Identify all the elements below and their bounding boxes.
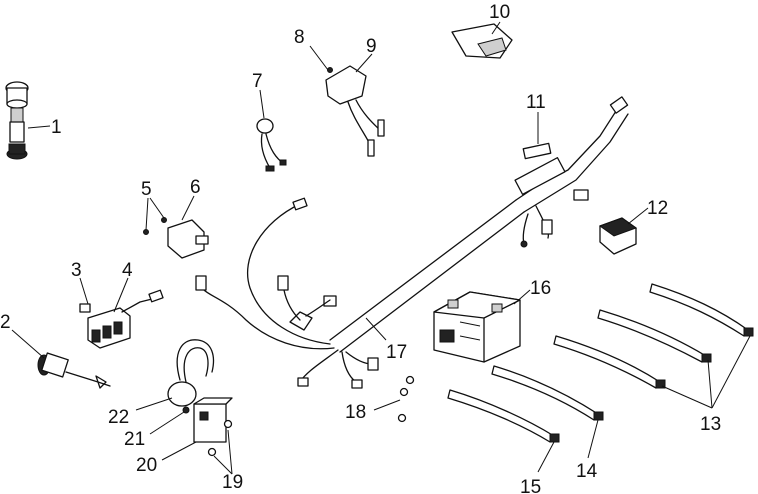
callout-20: 20 xyxy=(136,455,157,476)
part-cable-ties xyxy=(447,283,754,443)
part-indicator-lamp xyxy=(256,118,287,172)
callout-21: 21 xyxy=(124,429,145,450)
part-fuse-pouch xyxy=(451,23,513,59)
callout-14: 14 xyxy=(576,461,598,482)
callout-1: 1 xyxy=(51,117,62,138)
callout-10: 10 xyxy=(489,2,510,23)
part-nuts xyxy=(397,375,415,423)
callout-3: 3 xyxy=(71,260,82,281)
callout-8: 8 xyxy=(294,27,305,48)
callout-11: 11 xyxy=(526,92,546,113)
callout-4: 4 xyxy=(122,260,133,281)
part-main-harness xyxy=(195,96,629,389)
part-fuse xyxy=(522,142,552,160)
callout-9: 9 xyxy=(366,36,377,57)
callout-labels: 1 2 3 4 5 6 7 8 9 10 11 12 13 14 15 16 1… xyxy=(0,2,721,494)
callout-7: 7 xyxy=(252,71,263,92)
part-relay-block xyxy=(79,289,164,349)
callout-19: 19 xyxy=(222,472,243,493)
part-ignition-switch xyxy=(5,81,29,160)
callout-2: 2 xyxy=(0,312,11,333)
part-battery xyxy=(433,291,521,363)
part-control-box xyxy=(143,217,209,259)
callout-6: 6 xyxy=(190,177,201,198)
callout-13: 13 xyxy=(700,414,721,435)
callout-17: 17 xyxy=(386,342,407,363)
part-sensor xyxy=(37,352,111,389)
part-ignition-coil xyxy=(167,339,233,457)
part-regulator xyxy=(325,65,385,157)
callout-22: 22 xyxy=(108,407,129,428)
callout-15: 15 xyxy=(520,477,541,494)
callout-18: 18 xyxy=(345,402,366,423)
callout-5: 5 xyxy=(141,179,152,200)
callout-12: 12 xyxy=(647,198,668,219)
callout-16: 16 xyxy=(530,278,551,299)
part-relay-cube xyxy=(598,217,638,255)
